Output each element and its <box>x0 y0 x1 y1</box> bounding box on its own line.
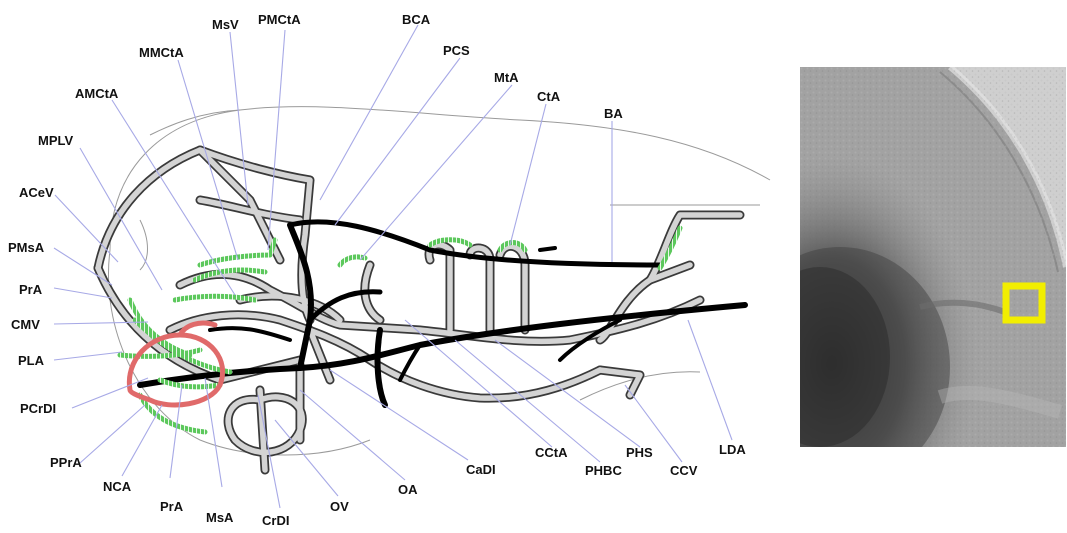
label-pmcta: PMCtA <box>258 12 301 27</box>
label-ccv: CCV <box>670 463 698 478</box>
label-pmsa: PMsA <box>8 240 45 255</box>
label-pra-left: PrA <box>19 282 43 297</box>
microscopy-image <box>800 67 1066 447</box>
label-ba: BA <box>604 106 623 121</box>
label-pcs: PCS <box>443 43 470 58</box>
label-cta: CtA <box>537 89 561 104</box>
vascular-anatomy-diagram: MsV PMCtA BCA MMCtA PCS MtA AMCtA CtA BA… <box>0 0 780 533</box>
vein-network <box>98 150 740 470</box>
label-cadi: CaDI <box>466 462 496 477</box>
label-ppra: PPrA <box>50 455 82 470</box>
label-pra-bottom: PrA <box>160 499 184 514</box>
label-oa: OA <box>398 482 418 497</box>
label-acev: ACeV <box>19 185 54 200</box>
label-mta: MtA <box>494 70 519 85</box>
label-pcrdi: PCrDI <box>20 401 56 416</box>
label-ccta: CCtA <box>535 445 568 460</box>
label-mplv: MPLV <box>38 133 73 148</box>
label-mmcta: MMCtA <box>139 45 184 60</box>
label-nca: NCA <box>103 479 132 494</box>
label-bca: BCA <box>402 12 431 27</box>
label-cmv: CMV <box>11 317 40 332</box>
label-msa: MsA <box>206 510 234 525</box>
label-pla: PLA <box>18 353 45 368</box>
label-phs: PHS <box>626 445 653 460</box>
label-phbc: PHBC <box>585 463 622 478</box>
label-crdi: CrDI <box>262 513 289 528</box>
label-lda: LDA <box>719 442 746 457</box>
label-msv: MsV <box>212 17 239 32</box>
label-amcta: AMCtA <box>75 86 119 101</box>
labels: MsV PMCtA BCA MMCtA PCS MtA AMCtA CtA BA… <box>8 12 746 528</box>
label-ov: OV <box>330 499 349 514</box>
